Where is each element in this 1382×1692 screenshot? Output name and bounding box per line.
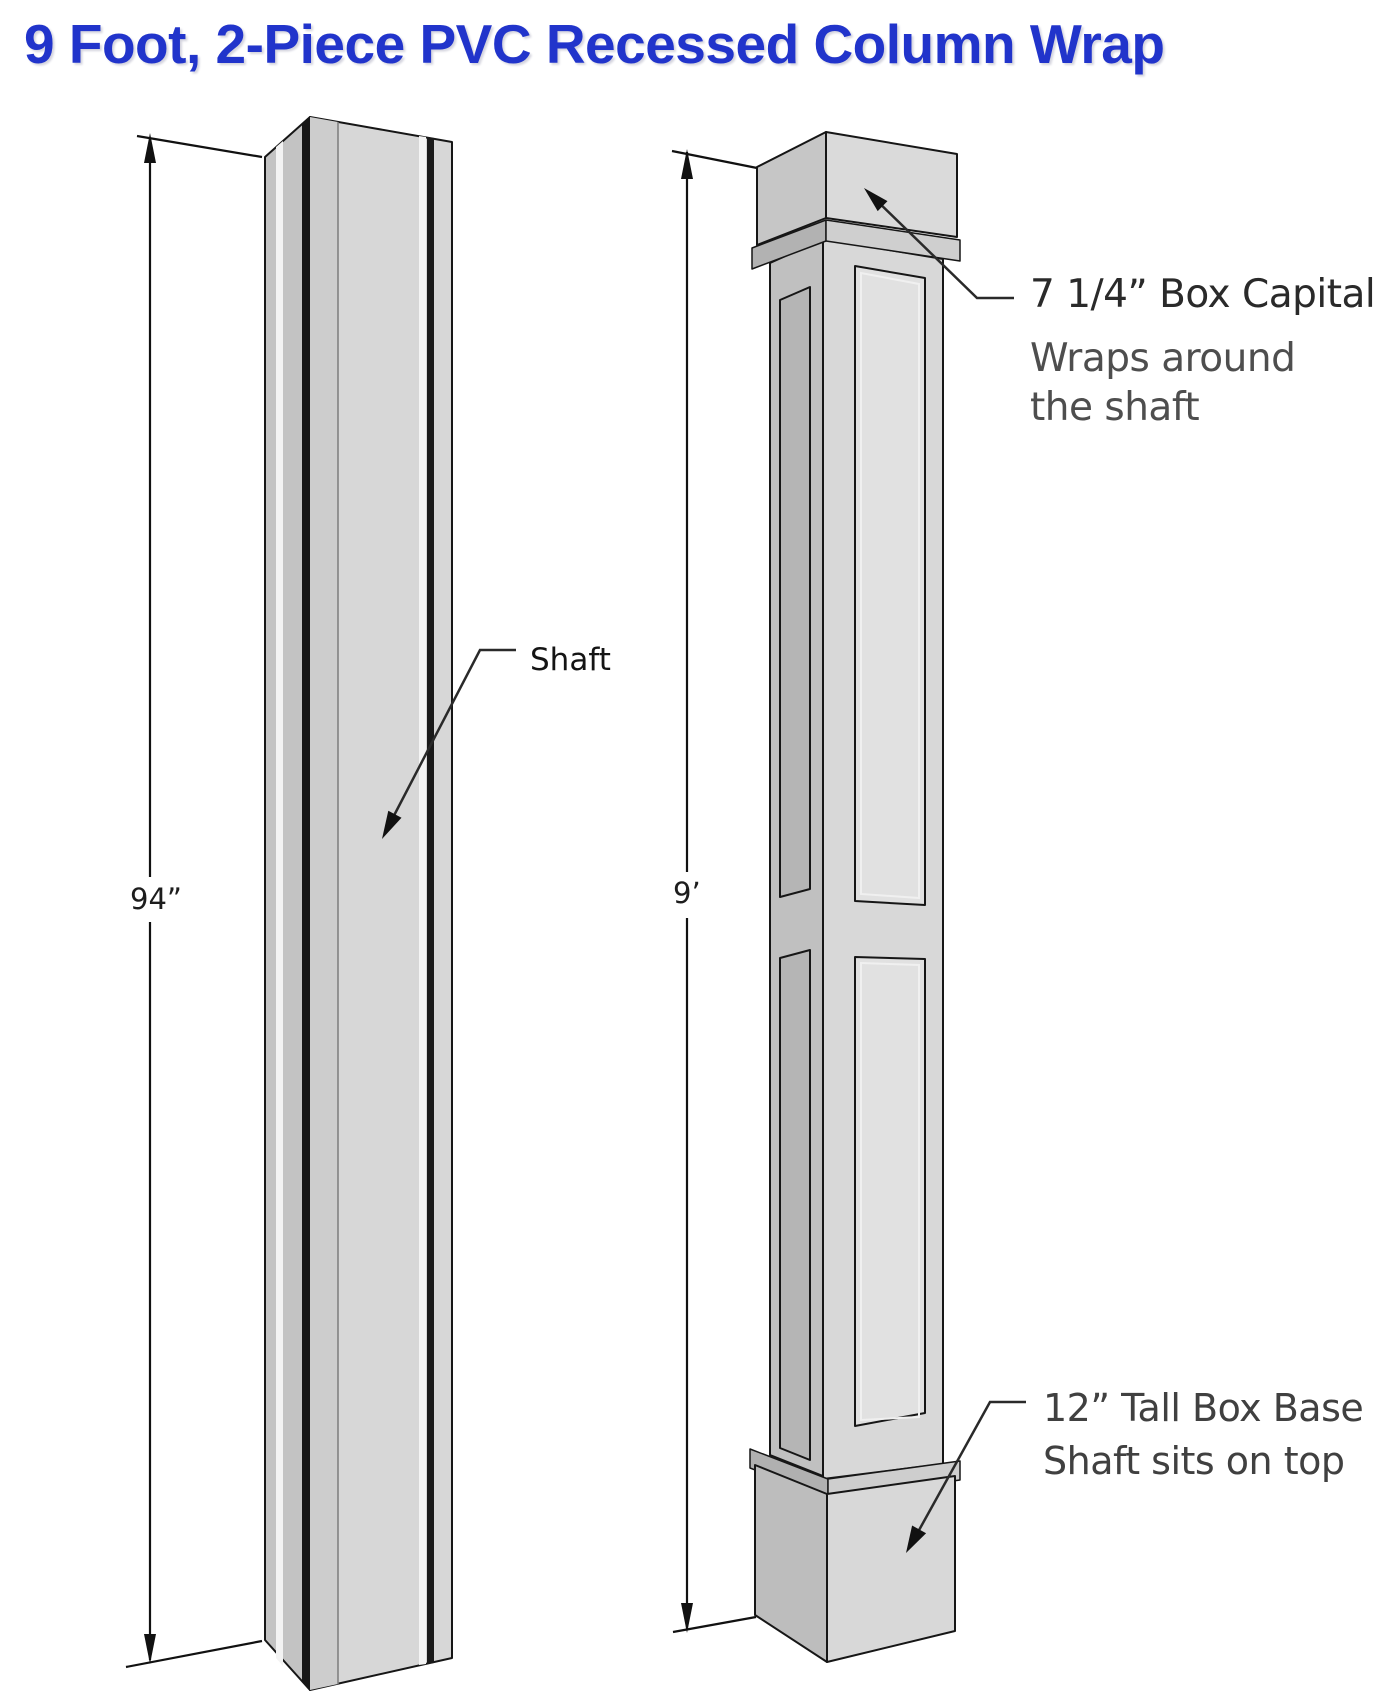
right-dimension [671, 149, 758, 1634]
arrowhead-icon [864, 188, 888, 212]
arrowhead-up-icon [144, 133, 156, 163]
arrowhead-icon [906, 1525, 927, 1553]
base-label-line2: Shaft sits on top [1043, 1439, 1345, 1483]
page-title: 9 Foot, 2-Piece PVC Recessed Column Wrap [24, 13, 1165, 75]
front-upper-panel [854, 265, 926, 906]
left-shaft-drawing [264, 116, 453, 1691]
front-lower-panel-bevel [860, 961, 920, 1422]
left-dimension [125, 133, 263, 1669]
capital-note-line1: Wraps around [1030, 336, 1296, 381]
capital-note-line2: the shaft [1030, 385, 1200, 430]
box-capital [751, 131, 961, 270]
shaft-right-groove [427, 137, 434, 1664]
capital-lip-front [825, 219, 961, 262]
shaft-corner-strip [310, 117, 338, 1690]
arrowhead-down-icon [681, 1603, 693, 1633]
capital-front-face [825, 131, 958, 238]
front-lower-panel [854, 956, 926, 1427]
base-label-line1: 12” Tall Box Base [1043, 1386, 1364, 1430]
extension-line-top [136, 134, 263, 159]
leader-line [385, 648, 516, 830]
left-face-lower-panel [779, 949, 811, 1461]
base-front-face [826, 1475, 956, 1663]
leader-line [870, 194, 1014, 300]
shaft-label: Shaft [530, 642, 611, 678]
arrowhead-icon [382, 810, 402, 839]
base-leader [906, 1400, 1026, 1553]
front-upper-panel-bevel [860, 271, 920, 900]
extension-line-bottom [125, 1639, 263, 1669]
left-face-upper-panel [779, 286, 811, 898]
base-left-face [754, 1464, 828, 1663]
shaft-leader [382, 648, 516, 839]
shaft-right-reveal-highlight [419, 136, 426, 1665]
left-dimension-label: 94” [130, 882, 182, 916]
capital-leader [864, 188, 1014, 300]
right-column-drawing [749, 131, 961, 1663]
shaft-left-reveal-highlight [276, 141, 283, 1666]
box-base [749, 1448, 961, 1663]
arrowhead-down-icon [144, 1634, 156, 1664]
right-dimension-label: 9’ [673, 876, 701, 910]
leader-line [911, 1400, 1026, 1542]
capital-label: 7 1/4” Box Capital [1030, 272, 1376, 317]
shaft-left-groove [302, 117, 310, 1690]
arrowhead-up-icon [681, 149, 693, 179]
